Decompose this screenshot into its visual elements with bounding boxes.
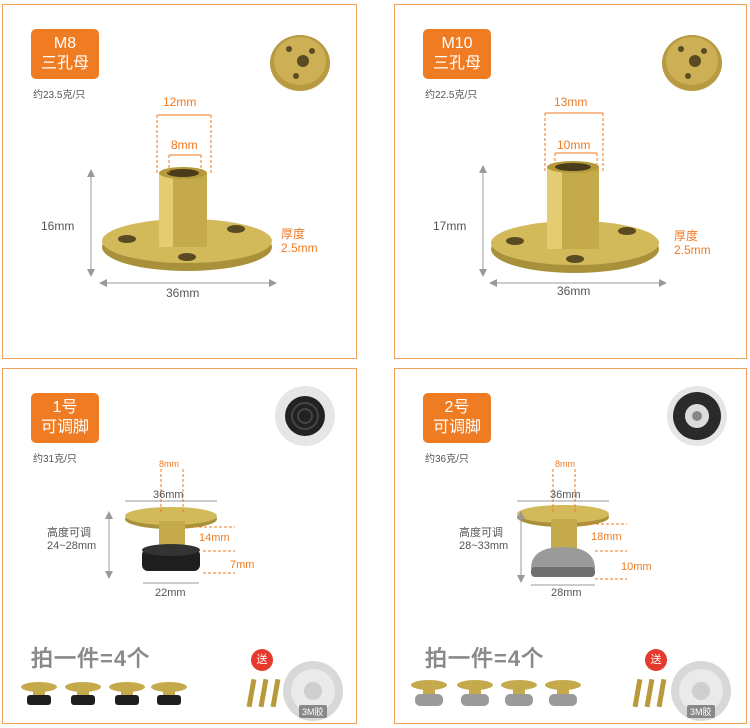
tag-line1: 2号 bbox=[444, 399, 470, 416]
weight-label: 约31克/只 bbox=[33, 454, 77, 465]
screw-dim: 8mm bbox=[159, 459, 179, 469]
height-dim: 16mm bbox=[41, 219, 75, 233]
product-tag: M10 三孔母 bbox=[423, 29, 491, 79]
width-dim: 36mm bbox=[166, 286, 200, 300]
mid-dim: 18mm bbox=[591, 531, 622, 543]
product-panel-foot-1: 1号 可调脚 约31克/只 8mm 36mm 高度可调 24~28mm 14mm… bbox=[2, 368, 357, 724]
tag-line1: 1号 bbox=[52, 399, 78, 416]
m8-illustration bbox=[87, 35, 330, 287]
thickness-label: 厚度 2.5mm bbox=[674, 229, 711, 257]
product-panel-foot-2: 2号 可调脚 约36克/只 8mm 36mm 高度可调 28~33mm 18mm… bbox=[394, 368, 747, 724]
thickness-label: 厚度 2.5mm bbox=[281, 227, 318, 255]
tag-line2: 可调脚 bbox=[40, 419, 89, 436]
foot-width-dim: 28mm bbox=[551, 587, 582, 599]
promo-text: 拍一件=4个 bbox=[31, 646, 151, 671]
foot-height-dim: 10mm bbox=[621, 561, 652, 573]
mid-dim: 14mm bbox=[199, 532, 230, 544]
top-inner-dim: 10mm bbox=[557, 138, 591, 152]
tag-line2: 三孔母 bbox=[432, 55, 481, 72]
product-tag: 2号 可调脚 bbox=[423, 393, 491, 443]
top-outer-dim: 13mm bbox=[554, 95, 588, 109]
height-range: 高度可调 24~28mm bbox=[47, 527, 97, 552]
product-panel-m10: M10 三孔母 约22.5克/只 13mm 10mm 17mm 厚度 2.5mm… bbox=[394, 4, 747, 359]
product-panel-m8: M8 三孔母 约23.5克/只 12mm 8mm 16mm 厚度 2.5mm 3… bbox=[2, 4, 357, 359]
product-tag: M8 三孔母 bbox=[31, 29, 99, 79]
plate-dim: 36mm bbox=[550, 489, 581, 501]
plate-dim: 36mm bbox=[153, 489, 184, 501]
height-dim: 17mm bbox=[433, 219, 467, 233]
gift-badge: 送 bbox=[251, 649, 273, 671]
m10-illustration bbox=[479, 35, 722, 287]
foot1-illustration bbox=[21, 386, 343, 721]
product-tag: 1号 可调脚 bbox=[31, 393, 99, 443]
tag-line1: M10 bbox=[441, 35, 473, 52]
tape-label: 3M胶 bbox=[687, 705, 715, 718]
weight-label: 约36克/只 bbox=[425, 454, 469, 465]
tape-label: 3M胶 bbox=[299, 705, 327, 718]
top-outer-dim: 12mm bbox=[163, 95, 197, 109]
foot-width-dim: 22mm bbox=[155, 587, 186, 599]
tag-line1: M8 bbox=[53, 35, 77, 52]
top-inner-dim: 8mm bbox=[171, 138, 198, 152]
tag-line2: 可调脚 bbox=[432, 419, 481, 436]
foot2-illustration bbox=[411, 386, 731, 721]
tag-line2: 三孔母 bbox=[40, 55, 89, 72]
height-range: 高度可调 28~33mm bbox=[459, 527, 509, 552]
weight-label: 约22.5克/只 bbox=[425, 90, 478, 101]
foot-height-dim: 7mm bbox=[230, 559, 255, 571]
gift-badge: 送 bbox=[645, 649, 667, 671]
promo-text: 拍一件=4个 bbox=[425, 646, 545, 671]
weight-label: 约23.5克/只 bbox=[33, 90, 86, 101]
screw-dim: 8mm bbox=[555, 459, 575, 469]
width-dim: 36mm bbox=[557, 284, 591, 298]
